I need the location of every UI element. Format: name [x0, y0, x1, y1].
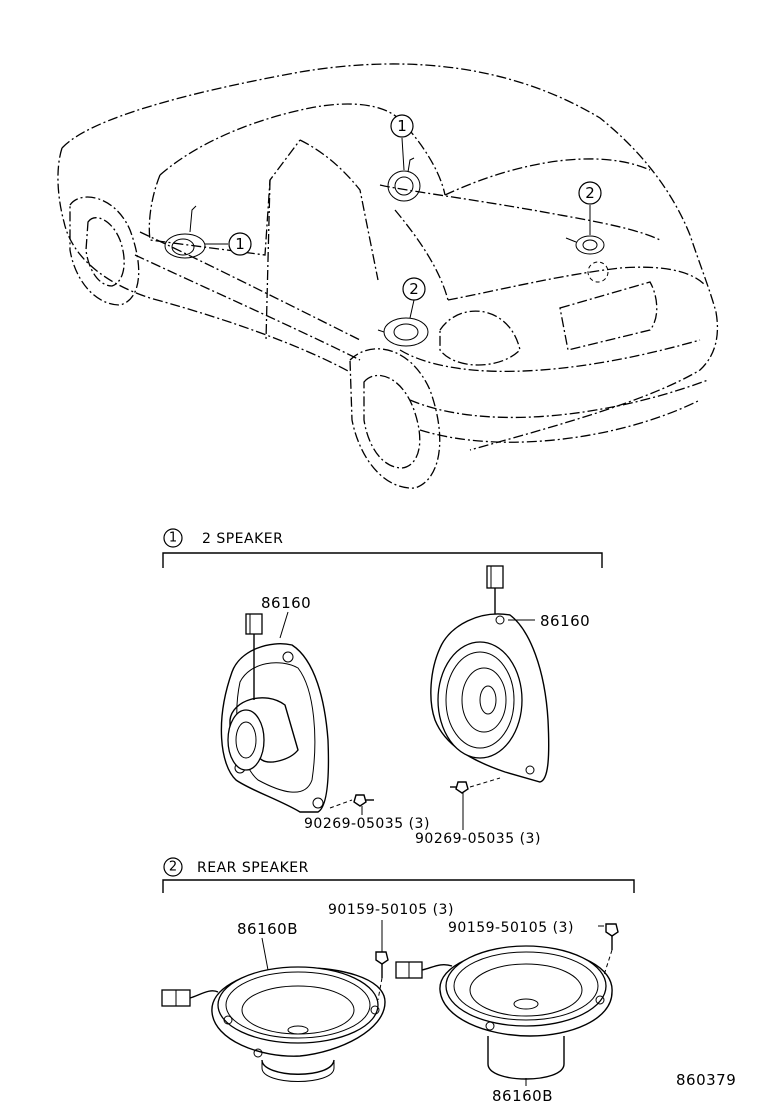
section-2-title: REAR SPEAKER — [197, 860, 309, 876]
rear-left-part-number: 86160B — [237, 920, 298, 938]
section-1-title: 2 SPEAKER — [202, 531, 283, 547]
rear-left-bolt-label: 90159-50105 (3) — [328, 902, 454, 918]
section-1-header: 1 2 SPEAKER — [162, 528, 603, 568]
callout-1-top: 1 — [390, 114, 414, 138]
svg-text:2: 2 — [409, 280, 419, 298]
svg-text:2: 2 — [585, 184, 595, 202]
rear-right-speaker — [395, 923, 619, 1086]
svg-text:1: 1 — [235, 235, 245, 253]
rear-right-part-number: 86160B — [492, 1087, 553, 1105]
svg-text:1: 1 — [397, 117, 407, 135]
callout-2-rear: 2 — [578, 181, 602, 205]
front-left-speaker — [220, 611, 374, 815]
section-2-header: 2 REAR SPEAKER — [162, 857, 635, 893]
car-illustration — [57, 63, 719, 489]
front-right-speaker — [430, 565, 550, 830]
front-right-part-number: 86160 — [540, 612, 590, 630]
front-right-screw-label: 90269-05035 (3) — [415, 831, 541, 847]
svg-text:1: 1 — [169, 531, 177, 546]
rear-right-bolt-label: 90159-50105 (3) — [448, 920, 574, 936]
figure-id: 860379 — [676, 1071, 736, 1089]
callout-2-side: 2 — [402, 277, 426, 301]
callout-1-left: 1 — [228, 232, 252, 256]
svg-text:2: 2 — [169, 860, 177, 875]
rear-left-speaker — [161, 920, 389, 1082]
front-left-part-number: 86160 — [261, 594, 311, 612]
front-left-screw-label: 90269-05035 (3) — [304, 816, 430, 832]
